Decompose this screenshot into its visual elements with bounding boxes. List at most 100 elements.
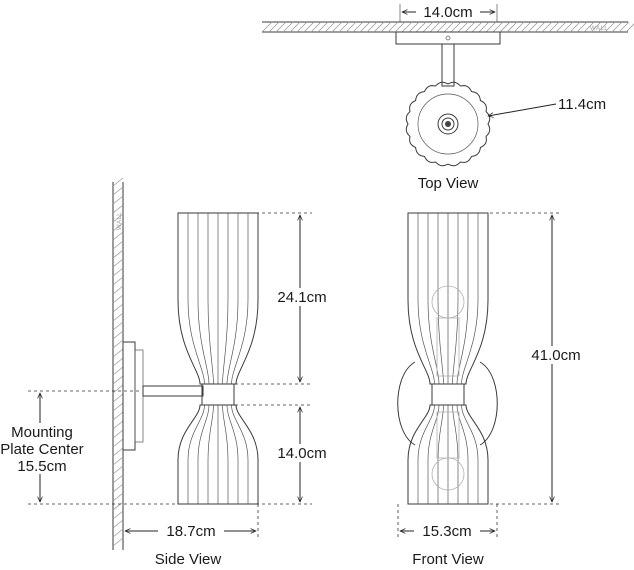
side-wall-hatch — [112, 186, 124, 196]
side-lower-flute — [207, 404, 214, 504]
side-wall-hatch — [112, 231, 124, 241]
front-upper-flute — [461, 213, 479, 385]
side-wall-hatch — [112, 519, 124, 529]
side-lower-flute — [231, 404, 249, 504]
side-wall-hatch — [112, 177, 124, 187]
front-view: 41.0cm 15.3cm Front View — [397, 212, 588, 568]
top-depth-dimension: 11.4cm — [488, 96, 606, 116]
front-lower-flute — [452, 404, 459, 504]
top-wall-label: WALL — [590, 26, 608, 32]
side-wall-hatch — [112, 267, 124, 277]
side-wall-hatch — [112, 294, 124, 304]
side-wall-hatch — [112, 474, 124, 484]
front-ghost-bulbs — [431, 285, 465, 491]
top-wall-hatch — [331, 21, 343, 33]
top-width-label: 14.0cm — [423, 4, 472, 21]
side-wall-hatch — [112, 402, 124, 412]
top-wall-hatch — [520, 21, 532, 33]
mounting-label-1: Mounting — [11, 424, 73, 441]
front-upper-flute — [427, 213, 440, 385]
side-arm — [142, 385, 204, 397]
front-lower-flute — [417, 404, 435, 504]
front-backplate — [397, 361, 498, 446]
top-plate-screw — [445, 35, 451, 41]
top-wall-hatch — [464, 21, 476, 33]
front-lower-shade — [407, 404, 489, 505]
top-wall-strip: WALL — [261, 21, 634, 33]
side-wall-hatch — [112, 420, 124, 430]
front-view-title: Front View — [412, 551, 484, 568]
front-upper-flute — [417, 213, 435, 385]
side-lower-flute — [197, 404, 210, 504]
side-wall-hatch — [112, 339, 124, 349]
overall-height-dimension: 41.0cm — [524, 215, 588, 502]
front-upper-flute — [437, 213, 444, 385]
top-wall-hatch — [471, 21, 483, 33]
mounting-label-2: Plate Center — [0, 441, 83, 458]
top-wall-hatch — [338, 21, 350, 33]
top-wall-hatch — [541, 21, 553, 33]
top-wall-hatch — [310, 21, 322, 33]
side-wall-hatch — [112, 312, 124, 322]
front-shades — [407, 212, 489, 505]
top-wall-hatch — [618, 21, 630, 33]
side-upper-flute — [226, 213, 239, 385]
top-wall-hatch — [569, 21, 581, 33]
top-wall-hatch — [597, 21, 609, 33]
side-wall-hatch — [112, 195, 124, 205]
side-upper-flute — [187, 213, 205, 385]
top-wall-hatch — [499, 21, 511, 33]
top-wall-hatch — [352, 21, 364, 33]
side-wall-hatch — [112, 375, 124, 385]
side-wall-hatch — [112, 330, 124, 340]
side-view-title: Side View — [155, 551, 222, 568]
top-wall-hatch — [604, 21, 616, 33]
side-wall-hatch — [112, 222, 124, 232]
side-lower-flute — [226, 404, 239, 504]
side-wall-hatch — [112, 384, 124, 394]
front-lower-flute — [456, 404, 469, 504]
front-upper-shade — [407, 212, 489, 385]
front-upper-flute — [452, 213, 459, 385]
top-wall-hatch — [625, 23, 634, 33]
side-wall-hatch — [112, 465, 124, 475]
front-lower-flute — [461, 404, 479, 504]
side-lower-flute — [187, 404, 205, 504]
top-wall-hatch — [408, 21, 420, 33]
top-wall-hatch — [422, 21, 434, 33]
side-lower-flute — [222, 404, 229, 504]
front-width-label: 15.3cm — [422, 523, 471, 540]
side-wall-hatch — [112, 357, 124, 367]
top-wall-hatch — [527, 21, 539, 33]
side-wall-hatch — [112, 285, 124, 295]
side-backplate — [122, 341, 136, 451]
side-shades — [177, 212, 259, 505]
top-wall-hatch — [562, 21, 574, 33]
side-wall-hatch — [112, 501, 124, 511]
side-wall-hatch — [112, 366, 124, 376]
top-wall-hatch — [576, 21, 588, 33]
top-mounting-plate — [395, 31, 501, 45]
top-wall-hatch — [555, 21, 567, 33]
top-wall-hatch — [583, 21, 595, 33]
top-wall-hatch — [590, 21, 602, 33]
side-wall-hatch — [112, 213, 124, 223]
top-wall-hatch — [387, 21, 399, 33]
front-lower-flute — [437, 404, 444, 504]
mounting-label-3: 15.5cm — [17, 458, 66, 475]
side-wall-hatch — [112, 510, 124, 520]
side-backplate-cover — [134, 349, 144, 443]
top-wall-hatch — [303, 21, 315, 33]
top-wall-hatch — [275, 21, 287, 33]
top-wall-hatch — [359, 21, 371, 33]
lower-shade-dimension: 14.0cm — [270, 407, 334, 502]
top-socket — [437, 113, 459, 135]
side-extension-dimension: 18.7cm — [125, 522, 256, 540]
top-width-dimension: 14.0cm — [399, 3, 498, 22]
side-wall-hatch — [112, 303, 124, 313]
side-view: WALL 24.1cm 14.0cm — [0, 177, 334, 568]
side-wall-hatch — [112, 240, 124, 250]
side-wall-hatch — [112, 528, 124, 538]
